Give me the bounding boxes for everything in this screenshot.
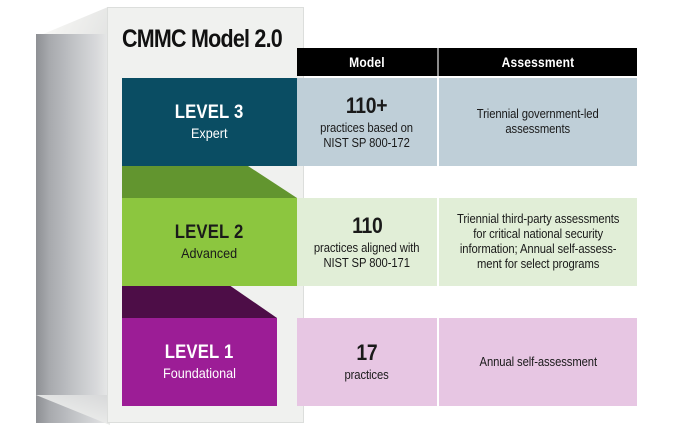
level-name-level-2: LEVEL 2 [175,222,244,243]
model-count-level-2: 110 [351,212,383,238]
model-count-level-3: 110+ [346,92,388,118]
level-block-level-3: LEVEL 3 Expert [122,78,297,166]
level-descriptor-level-3: Expert [191,125,228,141]
column-header-assessment-label: Assessment [501,54,575,70]
model-detail-level-1: practices [344,368,390,382]
level-descriptor-level-2: Advanced [181,245,238,261]
column-header-assessment: Assessment [439,48,637,76]
table-row-level-1: 17 practices Annual self-assessment [297,318,637,406]
column-header-model-label: Model [349,54,385,70]
assessment-cell-level-1: Annual self-assessment [439,318,637,406]
level-block-level-2: LEVEL 2 Advanced [122,198,297,286]
level-name-level-3: LEVEL 3 [175,102,244,123]
row-column-divider [437,318,439,406]
model-cell-level-1: 17 practices [297,318,437,406]
header-column-divider [437,48,439,76]
card-top-face [36,7,108,37]
model-count-level-1: 17 [356,340,378,365]
assessment-text-level-1: Annual self-assessment [479,354,597,369]
row-column-divider [437,198,439,286]
card-side-face [36,34,108,423]
row-column-divider [437,78,439,166]
level-block-level-1: LEVEL 1 Foundational [122,318,277,406]
column-header-model: Model [297,48,437,76]
level-descriptor-level-1: Foundational [163,365,236,381]
diagram-title: CMMC Model 2.0 [122,25,283,53]
level-name-level-1: LEVEL 1 [165,342,234,363]
